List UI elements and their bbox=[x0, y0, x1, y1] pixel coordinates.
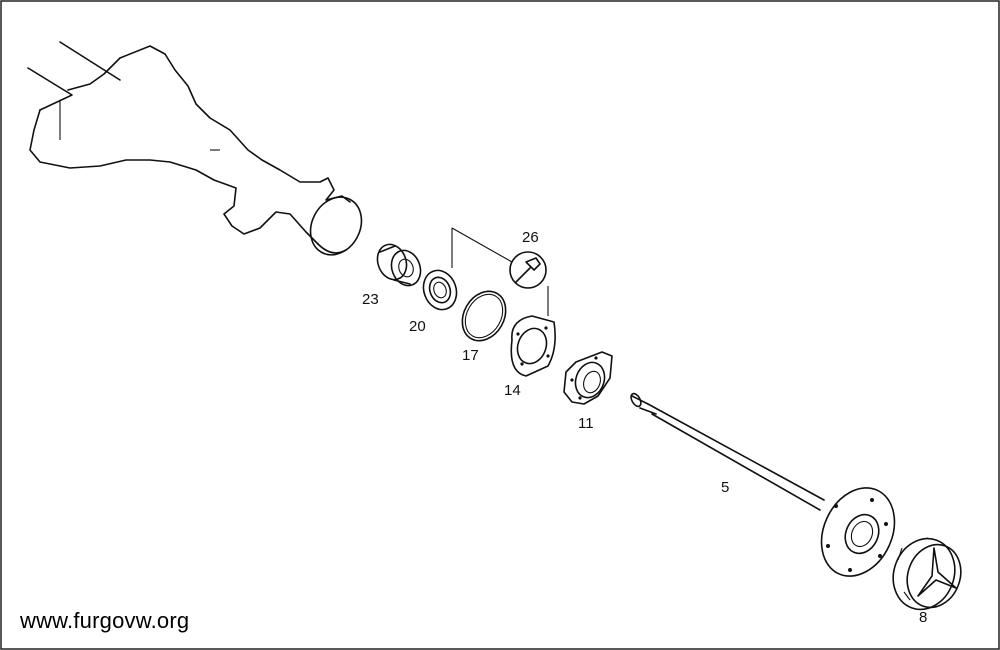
callout-23: 23 bbox=[362, 291, 379, 308]
part-14-gasket bbox=[510, 315, 556, 377]
part-8-hub-cap bbox=[892, 537, 962, 611]
part-17-ring bbox=[461, 290, 507, 342]
part-26-tool-symbol bbox=[451, 227, 549, 316]
callout-20: 20 bbox=[409, 318, 426, 335]
callout-11: 11 bbox=[578, 415, 594, 432]
part-11-carrier bbox=[563, 351, 613, 405]
part-5-axle-shaft bbox=[630, 392, 896, 577]
part-23-bearing bbox=[376, 243, 422, 287]
part-20-seal bbox=[422, 269, 458, 311]
callout-17: 17 bbox=[462, 347, 479, 364]
callout-14: 14 bbox=[504, 382, 521, 399]
callout-26: 26 bbox=[522, 229, 539, 246]
callout-8: 8 bbox=[919, 609, 928, 626]
callout-5: 5 bbox=[721, 479, 730, 496]
watermark-url: www.furgovw.org bbox=[20, 608, 190, 633]
axle-housing bbox=[27, 41, 363, 256]
